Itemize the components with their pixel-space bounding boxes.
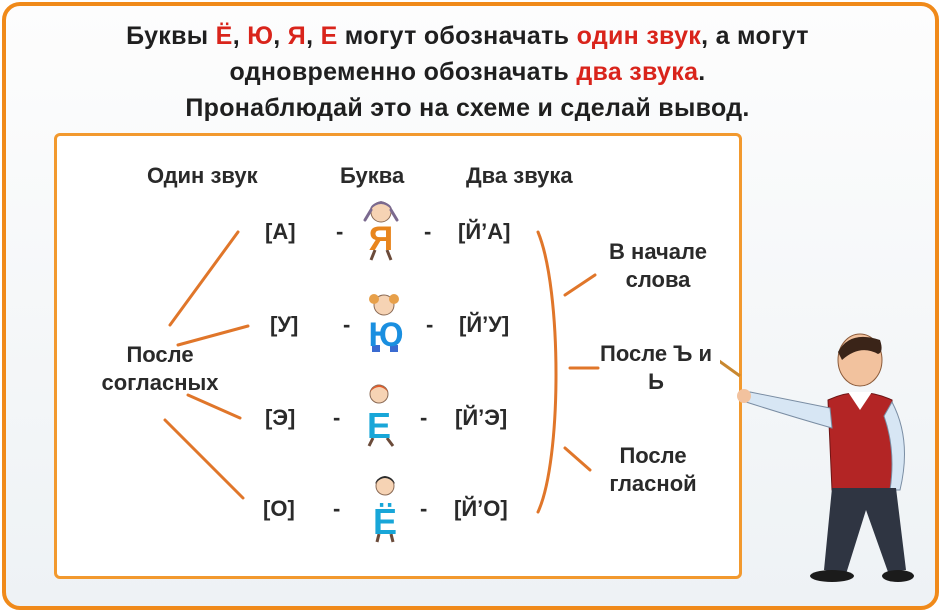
header-line-2: одновременно обозначать два звука. bbox=[20, 54, 915, 90]
letter-glyph: Я bbox=[369, 220, 393, 258]
letter-yu-character: Ю bbox=[368, 294, 404, 354]
header-text: одновременно обозначать bbox=[229, 58, 577, 86]
two-sounds-yu: [Й’У] bbox=[459, 312, 510, 337]
connector-line bbox=[163, 418, 245, 500]
dash: - bbox=[333, 496, 341, 521]
connector-line bbox=[563, 273, 597, 297]
connector-line bbox=[176, 324, 250, 347]
pointer-stick bbox=[720, 359, 741, 378]
scheme-box bbox=[54, 133, 742, 579]
note-after-consonants: После согласных bbox=[101, 342, 219, 395]
dash: - bbox=[420, 405, 428, 430]
letter-e-character: Е bbox=[367, 384, 395, 447]
letter-ya-character: Я bbox=[363, 201, 399, 261]
one-sound-u: [У] bbox=[270, 312, 299, 337]
column-header-two-sounds: Два звука bbox=[466, 163, 573, 188]
dash: - bbox=[333, 405, 341, 430]
note-after-vowel: После гласной bbox=[609, 443, 697, 496]
dash: - bbox=[420, 496, 428, 521]
header-two-sounds: два звука bbox=[576, 58, 699, 86]
header-letter-ya: Я bbox=[287, 22, 307, 50]
one-sound-e: [Э] bbox=[265, 405, 296, 430]
one-sound-o: [О] bbox=[263, 496, 295, 521]
header-text: , bbox=[232, 22, 248, 50]
connector-line bbox=[186, 393, 242, 420]
header-text: могут обозначать bbox=[337, 22, 577, 50]
header-text: , bbox=[273, 22, 288, 50]
letter-glyph: Е bbox=[367, 405, 391, 446]
dash: - bbox=[424, 219, 432, 244]
header-text: , bbox=[306, 22, 321, 50]
note-word-start: В начале слова bbox=[609, 239, 707, 292]
header-line-3: Пронаблюдай это на схеме и сделай вывод. bbox=[185, 94, 750, 122]
header-text: Буквы bbox=[126, 22, 216, 50]
note-after-signs: После Ъ и Ь bbox=[600, 341, 712, 394]
header-letter-yu: Ю bbox=[247, 22, 274, 50]
two-sounds-yo: [Й’О] bbox=[454, 496, 508, 521]
connector-line bbox=[563, 446, 592, 472]
two-sounds-ya: [Й’А] bbox=[458, 219, 511, 244]
dash: - bbox=[343, 312, 351, 337]
instruction-text: Буквы Ё, Ю, Я, Е могут обозначать один з… bbox=[20, 18, 915, 126]
teacher-illustration bbox=[720, 333, 914, 582]
header-text: , а могут bbox=[701, 22, 809, 50]
letter-yo-character: Ё bbox=[373, 476, 397, 543]
letter-glyph: Ю bbox=[368, 316, 403, 354]
one-sound-a: [А] bbox=[265, 219, 296, 244]
header-one-sound: один звук bbox=[576, 22, 702, 50]
column-header-one-sound: Один звук bbox=[147, 163, 258, 188]
header-text: . bbox=[698, 58, 706, 86]
letter-glyph: Ё bbox=[373, 501, 397, 542]
connector-line bbox=[168, 230, 240, 327]
column-header-letter: Буква bbox=[340, 163, 405, 188]
header-letter-e: Е bbox=[320, 22, 338, 50]
header-line-1: Буквы Ё, Ю, Я, Е могут обозначать один з… bbox=[20, 18, 915, 54]
dash: - bbox=[336, 219, 344, 244]
two-sounds-e: [Й’Э] bbox=[455, 405, 508, 430]
dash: - bbox=[426, 312, 434, 337]
right-bracket bbox=[536, 230, 558, 514]
header-letter-yo: Ё bbox=[215, 22, 233, 50]
